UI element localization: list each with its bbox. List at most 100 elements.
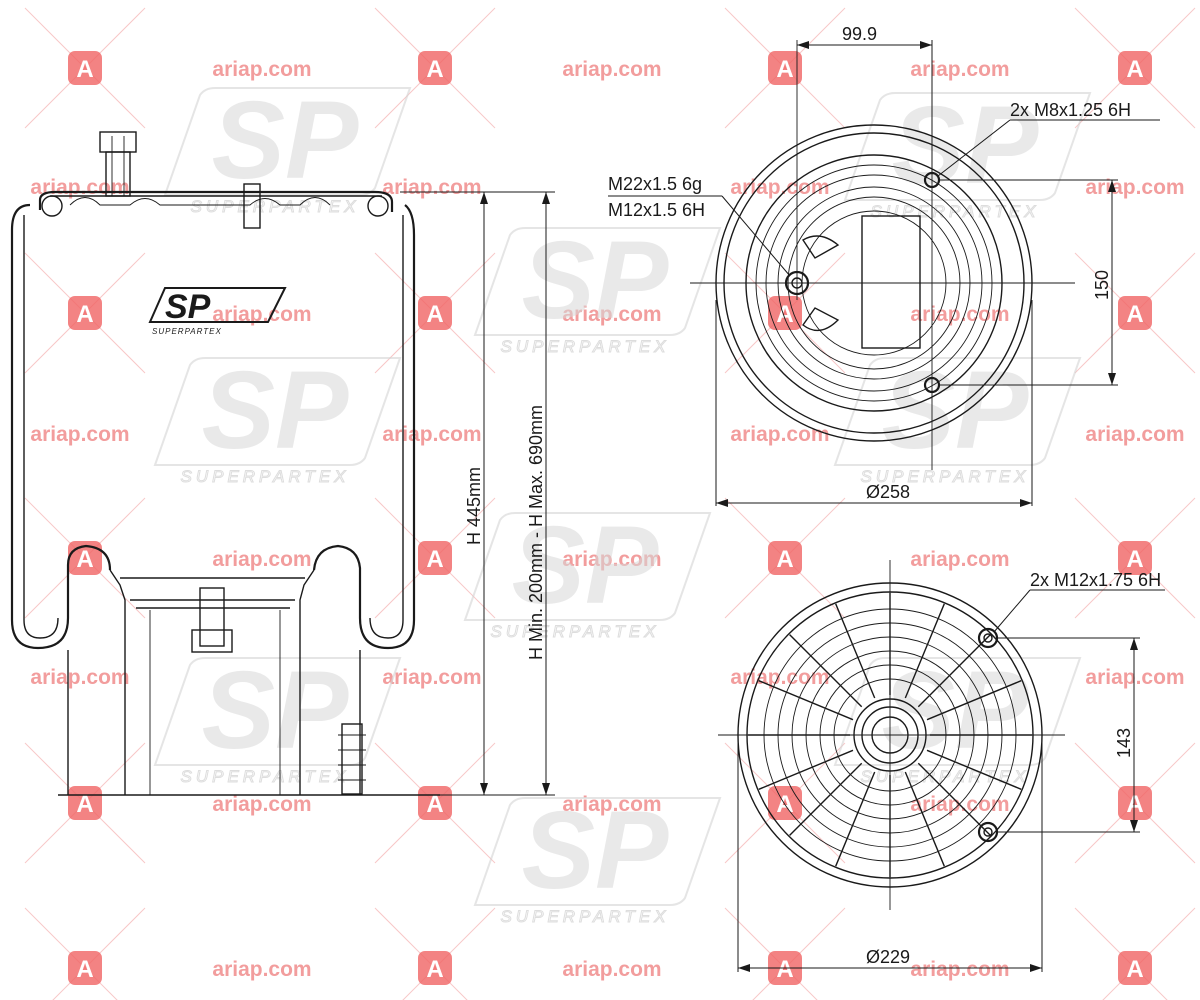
svg-text:A: A	[426, 956, 443, 983]
watermark-badge: A	[1118, 296, 1152, 330]
svg-text:A: A	[76, 301, 93, 328]
thread-port: M22x1.5 6g	[608, 174, 702, 194]
watermark-badge: A	[418, 541, 452, 575]
svg-text:A: A	[1126, 546, 1143, 573]
watermark-site-label: ariap.com	[910, 58, 1009, 81]
piston	[109, 569, 315, 795]
svg-text:SP: SP	[882, 349, 1029, 472]
svg-text:SUPERPARTEX: SUPERPARTEX	[500, 907, 669, 926]
watermark-logos: SPSUPERPARTEXSPSUPERPARTEXSPSUPERPARTEXS…	[153, 79, 1092, 927]
watermark-site-label: ariap.com	[382, 176, 481, 199]
svg-text:A: A	[426, 791, 443, 818]
svg-text:SUPERPARTEX: SUPERPARTEX	[152, 327, 222, 336]
svg-text:SP: SP	[212, 79, 359, 202]
watermark-badge: A	[1118, 951, 1152, 985]
svg-text:A: A	[776, 56, 793, 83]
watermark-badge: A	[1118, 541, 1152, 575]
watermark-badge: A	[68, 786, 102, 820]
watermark-site-label: ariap.com	[30, 666, 129, 689]
svg-text:SUPERPARTEX: SUPERPARTEX	[860, 467, 1029, 486]
height-range-label: H Min. 200mm - H Max. 690mm	[526, 405, 546, 660]
svg-text:SP: SP	[165, 288, 211, 326]
center-plate	[861, 215, 921, 349]
watermark-site-label: ariap.com	[212, 58, 311, 81]
top-stud	[243, 183, 261, 229]
svg-text:A: A	[776, 546, 793, 573]
watermark-site-label: ariap.com	[730, 176, 829, 199]
port-hole	[784, 270, 810, 296]
svg-text:SUPERPARTEX: SUPERPARTEX	[180, 467, 349, 486]
svg-text:A: A	[1126, 301, 1143, 328]
svg-text:SUPERPARTEX: SUPERPARTEX	[180, 767, 349, 786]
thread-bottom-pair: 2x M12x1.75 6H	[1030, 570, 1161, 590]
svg-text:A: A	[1126, 56, 1143, 83]
svg-text:SP: SP	[202, 349, 349, 472]
svg-text:A: A	[1126, 791, 1143, 818]
watermark-site-label: ariap.com	[910, 958, 1009, 981]
watermark-site-label: ariap.com	[562, 303, 661, 326]
watermark-site-label: ariap.com	[212, 548, 311, 571]
bolt-spacing-top: 150	[1092, 270, 1112, 300]
watermark-site-label: ariap.com	[1085, 176, 1184, 199]
bottom-diameter: Ø229	[866, 947, 910, 967]
body-logo: SP SUPERPARTEX	[148, 287, 287, 336]
watermark-site-label: ariap.com	[730, 666, 829, 689]
svg-text:SUPERPARTEX: SUPERPARTEX	[490, 622, 659, 641]
svg-text:A: A	[426, 546, 443, 573]
svg-text:SUPERPARTEX: SUPERPARTEX	[860, 767, 1029, 786]
watermark-badge: A	[418, 786, 452, 820]
watermark-badge: A	[418, 296, 452, 330]
watermark-site-label: ariap.com	[910, 303, 1009, 326]
watermark-badge: A	[418, 951, 452, 985]
watermark-site-label: ariap.com	[562, 548, 661, 571]
side-view: H 445mm H Min. 200mm - H Max. 690mm SP S…	[10, 131, 555, 796]
watermark-site-label: ariap.com	[212, 793, 311, 816]
watermark-site-label: ariap.com	[1085, 423, 1184, 446]
watermark-site-label: ariap.com	[30, 423, 129, 446]
bellow-outline	[10, 203, 416, 650]
thread-top-pair: 2x M8x1.25 6H	[1010, 100, 1131, 120]
svg-text:A: A	[426, 301, 443, 328]
svg-text:A: A	[76, 956, 93, 983]
bottom-bolt-hole	[977, 821, 999, 843]
top-view: 99.9 2x M8x1.25 6H M22x1.5 6g M12x1.5 6H…	[608, 24, 1160, 507]
svg-text:SP: SP	[512, 504, 659, 627]
bolt-spacing-bottom: 143	[1114, 728, 1134, 758]
watermark-site-label: ariap.com	[1085, 666, 1184, 689]
svg-text:A: A	[776, 301, 793, 328]
watermark-badge: A	[768, 296, 802, 330]
watermark-badge: A	[68, 296, 102, 330]
top-bolt-hole	[923, 376, 941, 394]
watermark-badge: A	[1118, 786, 1152, 820]
watermark-badge: A	[418, 51, 452, 85]
offset-label: 99.9	[842, 24, 877, 44]
watermark-site-label: ariap.com	[382, 666, 481, 689]
top-diameter: Ø258	[866, 482, 910, 502]
watermark-badge: A	[768, 51, 802, 85]
svg-text:A: A	[426, 56, 443, 83]
svg-text:A: A	[76, 791, 93, 818]
thread-center: M12x1.5 6H	[608, 200, 705, 220]
watermark-badge: A	[68, 951, 102, 985]
watermark-site-label: ariap.com	[212, 303, 311, 326]
watermark-badge: A	[768, 541, 802, 575]
watermark-site-label: ariap.com	[730, 423, 829, 446]
bottom-view: 2x M12x1.75 6H 143 Ø229	[718, 560, 1165, 972]
svg-text:SP: SP	[522, 219, 669, 342]
watermark-badge: A	[768, 786, 802, 820]
bottom-bolt-hole	[977, 627, 999, 649]
watermark-site-label: ariap.com	[562, 958, 661, 981]
watermark-site-label: ariap.com	[382, 423, 481, 446]
watermark-site-label: ariap.com	[30, 176, 129, 199]
air-fitting	[99, 131, 137, 153]
watermark-site-label: ariap.com	[910, 548, 1009, 571]
watermark-badge: A	[1118, 51, 1152, 85]
